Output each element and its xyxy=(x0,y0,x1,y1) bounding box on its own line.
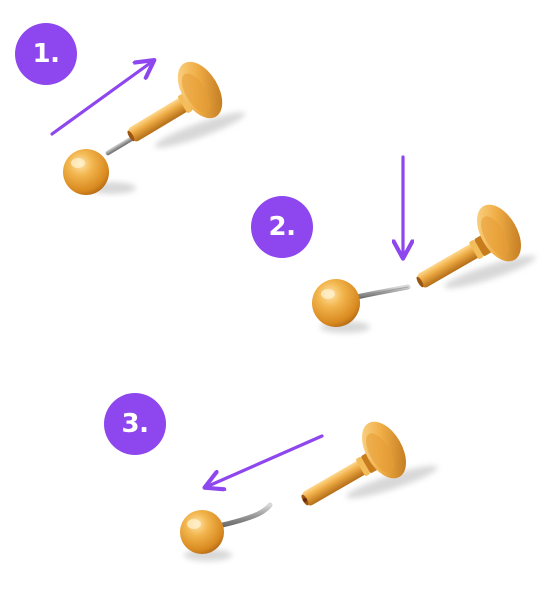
step-1-disc xyxy=(177,61,223,119)
step-3-pin xyxy=(215,502,273,529)
step-2-post xyxy=(416,235,492,288)
step-2-illustration xyxy=(312,204,536,333)
step-3-number: 3. xyxy=(121,409,149,439)
step-3-disc xyxy=(362,421,406,479)
step-3-post xyxy=(301,452,379,506)
step-2-pin xyxy=(349,284,411,301)
step-1-number: 1. xyxy=(32,39,60,69)
step-1-pin xyxy=(105,136,134,156)
step-2-badge: 2. xyxy=(251,196,313,258)
step-3-ball xyxy=(180,510,224,554)
step-2-ball xyxy=(312,279,360,327)
step-2-disc xyxy=(477,204,521,262)
step-1-badge: 1. xyxy=(15,23,77,85)
step-1-illustration xyxy=(63,61,246,195)
step-1-ball xyxy=(63,149,109,195)
arrow-icon xyxy=(50,61,153,136)
step-3-badge: 3. xyxy=(104,393,166,455)
arrow-icon xyxy=(206,434,324,487)
step-2-number: 2. xyxy=(268,212,296,242)
step-3-illustration xyxy=(180,421,438,561)
